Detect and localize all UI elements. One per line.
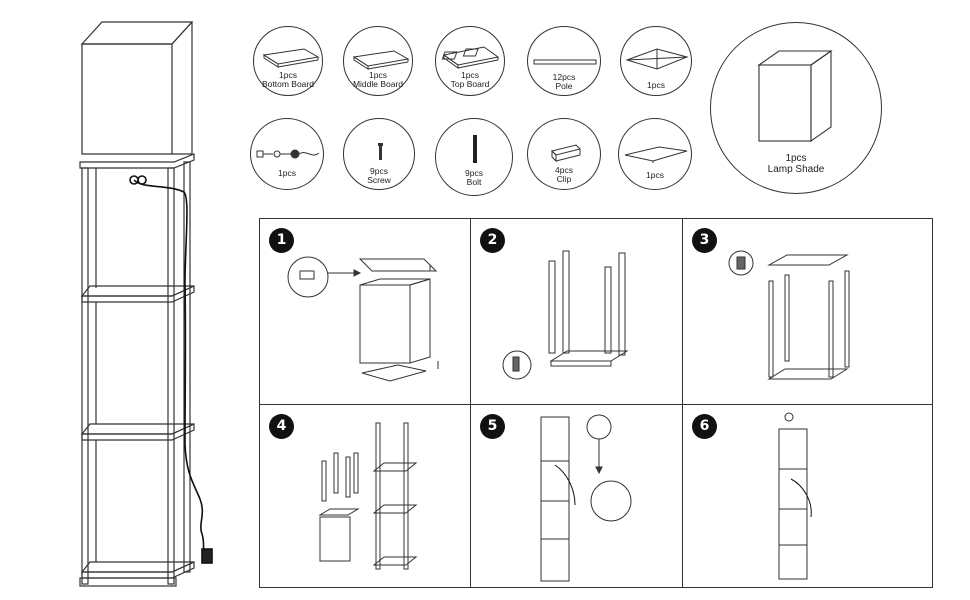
part-name: Clip — [556, 174, 572, 184]
part-name: Bolt — [466, 177, 482, 187]
part-qty: 4pcs — [555, 165, 573, 175]
part-middle-board: 1pcs Middle Board — [343, 26, 413, 96]
part-qty: 9pcs — [465, 168, 483, 178]
part-shade-top: 1pcs — [620, 26, 692, 96]
part-top-board: 1pcs Top Board — [435, 26, 505, 96]
assembly-steps-grid: 1 2 3 — [259, 218, 933, 588]
step-2-panel: 2 — [471, 219, 681, 401]
part-qty: 1pcs — [646, 170, 664, 180]
step-3-panel: 3 — [683, 219, 893, 401]
grid-divider — [682, 219, 684, 587]
part-qty: 1pcs — [647, 80, 665, 90]
lamp-shade-name: Lamp Shade — [767, 164, 825, 175]
step-6-badge: 6 — [692, 414, 717, 439]
part-qty: 1pcs — [278, 168, 296, 178]
part-qty: 12pcs — [552, 72, 576, 82]
part-bottom-board: 1pcs Bottom Board — [253, 26, 323, 96]
assembled-lamp-illustration — [79, 21, 213, 587]
part-name: Top Board — [450, 79, 490, 89]
step-5-panel: 5 — [471, 405, 681, 587]
grid-divider — [260, 404, 932, 406]
step-4-panel: 4 — [260, 405, 470, 587]
part-pole: 12pcs Pole — [527, 26, 601, 96]
part-name: Screw — [367, 175, 391, 185]
step-6-panel: 6 — [683, 405, 893, 587]
part-qty: 9pcs — [370, 166, 388, 176]
part-name: Bottom Board — [262, 79, 314, 89]
part-screw: 9pcs Screw — [343, 118, 415, 190]
part-shade-bottom: 1pcs — [618, 118, 692, 190]
part-clip: 4pcs Clip — [527, 118, 601, 190]
step-1-badge: 1 — [269, 228, 294, 253]
step-3-badge: 3 — [692, 228, 717, 253]
part-name: Middle Board — [352, 79, 404, 89]
part-qty: 1pcs — [279, 70, 297, 80]
part-bolt: 9pcs Bolt — [435, 118, 513, 196]
part-name: Pole — [555, 81, 573, 91]
part-lamp-shade: 1pcs Lamp Shade — [710, 22, 882, 194]
step-4-badge: 4 — [269, 414, 294, 439]
part-qty: 1pcs — [461, 70, 479, 80]
step-5-badge: 5 — [480, 414, 505, 439]
part-power-cord: 1pcs — [250, 118, 324, 190]
step-2-badge: 2 — [480, 228, 505, 253]
grid-divider — [470, 219, 472, 587]
part-qty: 1pcs — [369, 70, 387, 80]
step-1-panel: 1 — [260, 219, 470, 401]
lamp-shade-qty: 1pcs — [785, 153, 807, 164]
